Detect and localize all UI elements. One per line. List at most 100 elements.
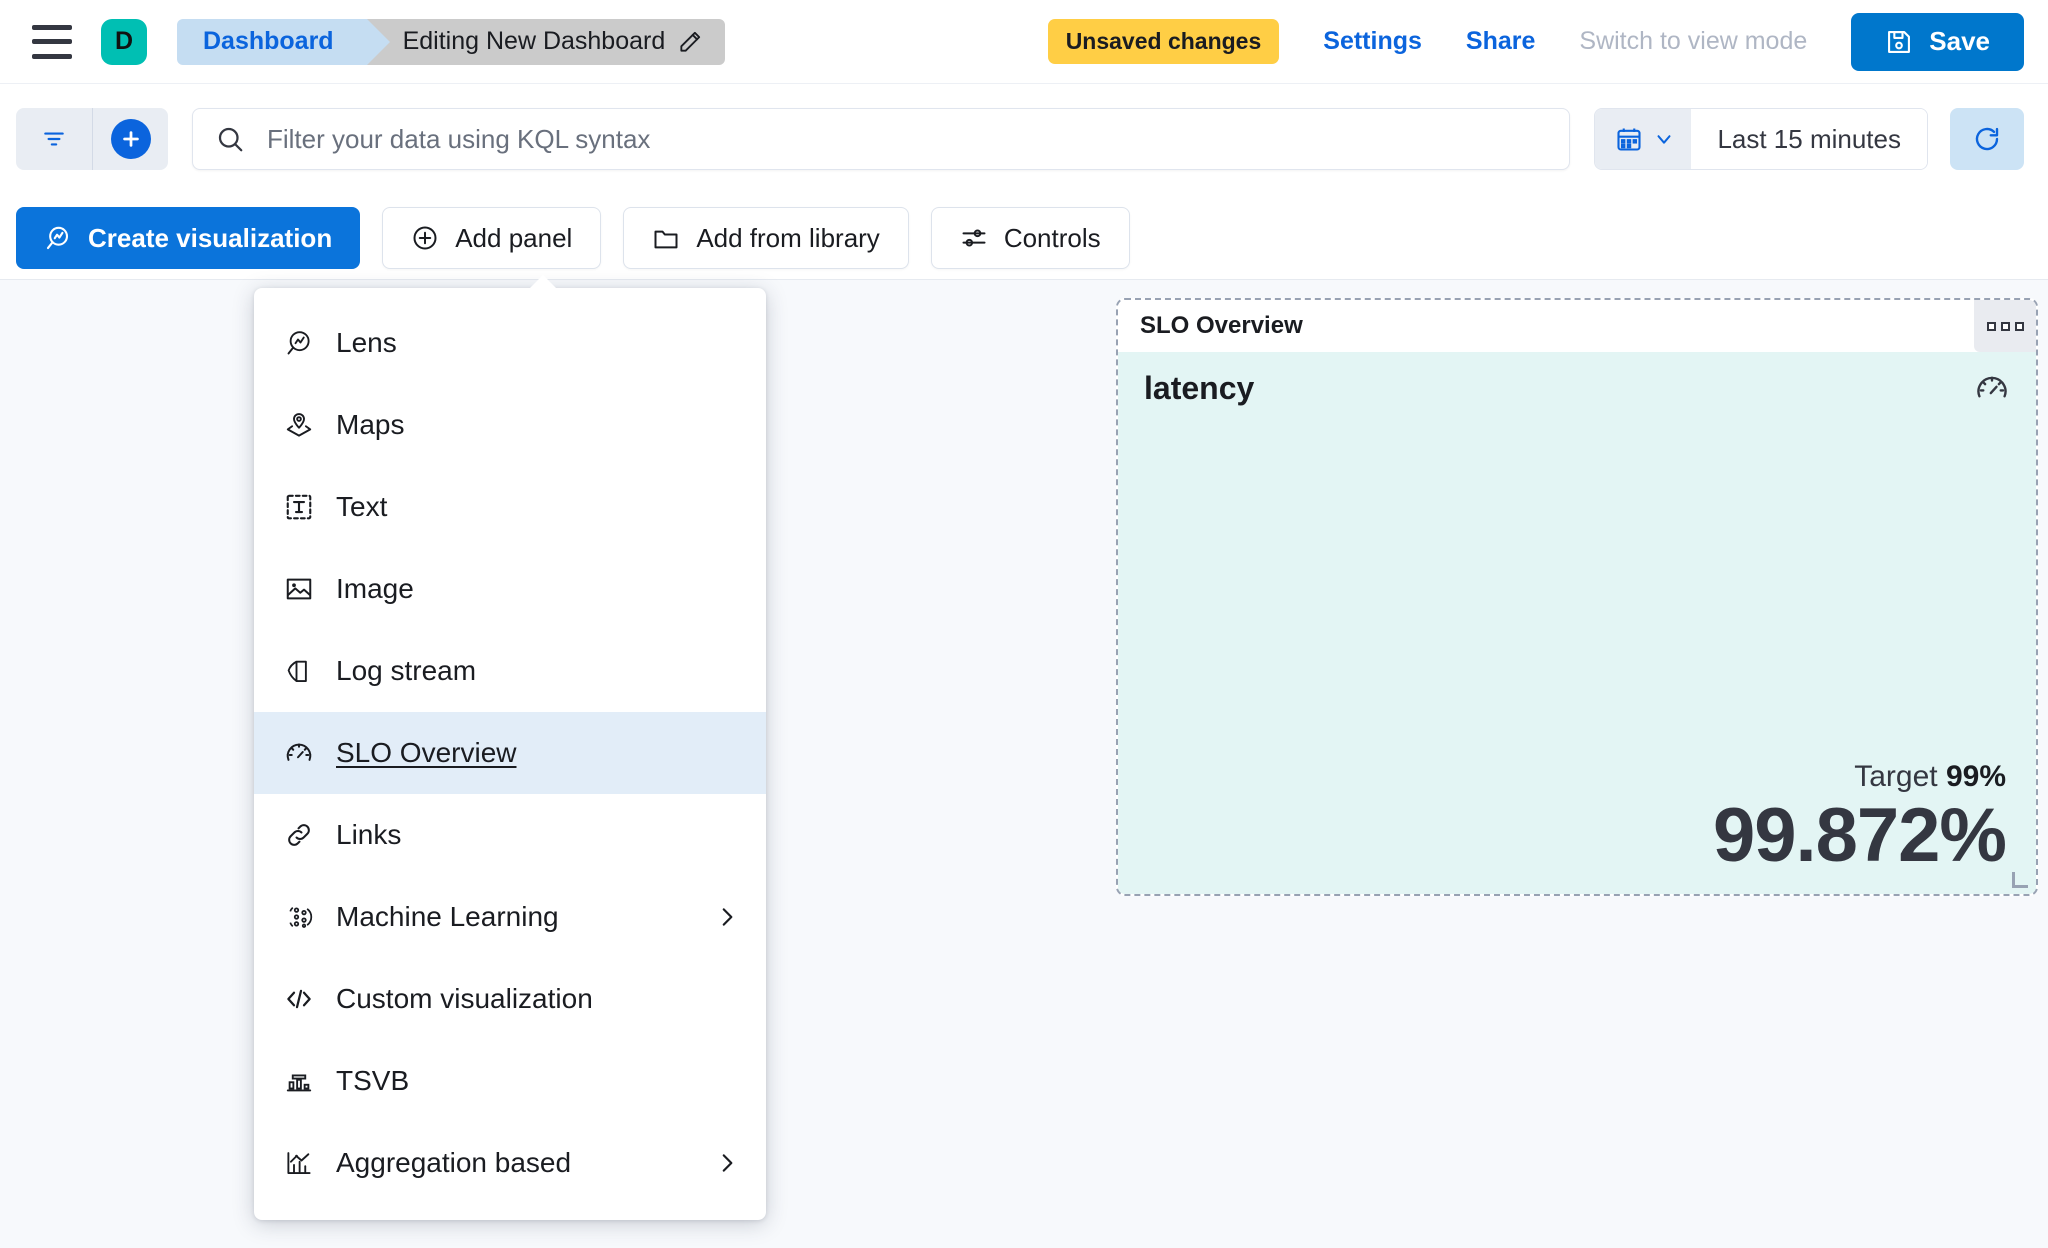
panel-context-menu-icon[interactable] [1974,300,2036,352]
add-panel-menu: Lens Maps Text Image [254,275,766,1220]
panel-title[interactable]: SLO Overview [1140,312,1303,339]
breadcrumb: Dashboard Editing New Dashboard [177,18,726,65]
plus-icon [110,119,151,159]
menu-item-machine-learning[interactable]: Machine Learning [254,876,766,958]
menu-square [2000,321,2010,331]
menu-square [1986,321,1996,331]
breadcrumb-label: Editing New Dashboard [402,27,666,55]
link-icon [284,820,314,850]
filter-options-button[interactable] [16,108,92,170]
controls-button[interactable]: Controls [930,207,1130,269]
create-visualization-button[interactable]: Create visualization [16,207,361,269]
menu-item-aggregation-based[interactable]: Aggregation based [254,1122,766,1204]
menu-item-slo-overview[interactable]: SLO Overview [254,712,766,794]
search-input[interactable] [267,123,1548,155]
share-link[interactable]: Share [1465,27,1536,55]
menu-item-tsvb[interactable]: TSVB [254,1040,766,1122]
menu-item-custom-visualization[interactable]: Custom visualization [254,958,766,1040]
slo-spacer [1144,407,2006,760]
log-stream-icon [284,656,314,686]
save-button-label: Save [1929,26,1990,56]
menu-item-label: Machine Learning [336,901,559,932]
hamburger-bar [32,24,72,30]
dashboard-toolbar: Create visualization Add panel Add from … [0,198,2048,278]
slo-target-prefix: Target [1854,760,1938,794]
add-panel-button[interactable]: Add panel [382,207,602,269]
search-icon [215,124,245,154]
pencil-icon[interactable] [677,29,703,55]
chevron-down-icon [1653,128,1675,150]
add-from-library-button[interactable]: Add from library [623,207,909,269]
menu-item-label: Links [336,819,402,850]
slo-sli-value: 99.872% [1712,793,2007,879]
chevron-right-icon [714,904,740,930]
add-panel-label: Add panel [455,222,573,253]
hamburger-bar [32,53,72,59]
menu-item-text[interactable]: Text [254,466,766,548]
menu-item-label: Log stream [336,655,477,686]
calendar-icon [1615,125,1643,153]
text-box-icon [284,492,314,522]
search-bar[interactable] [192,108,1571,170]
panel-header: SLO Overview [1118,300,2036,352]
slo-target: Target 99% [1144,760,2006,794]
lens-icon [44,224,72,252]
menu-item-label: Custom visualization [336,983,593,1014]
breadcrumb-item-dashboard[interactable]: Dashboard [177,18,390,65]
chevron-right-icon [714,1150,740,1176]
filter-icon [41,126,67,152]
menu-item-log-stream[interactable]: Log stream [254,630,766,712]
map-pin-layers-icon [284,410,314,440]
machine-learning-icon [284,902,314,932]
menu-item-image[interactable]: Image [254,548,766,630]
app-header: D Dashboard Editing New Dashboard Unsave… [0,0,2048,84]
date-picker[interactable]: Last 15 minutes [1594,108,1928,170]
folder-icon [652,224,680,252]
space-avatar[interactable]: D [101,18,147,65]
menu-item-label: Lens [336,327,397,358]
menu-item-label: Aggregation based [336,1147,572,1178]
code-icon [284,984,314,1014]
tsvb-icon [284,1066,314,1096]
menu-item-label: SLO Overview [336,737,517,768]
menu-item-label: Text [336,491,388,522]
settings-link[interactable]: Settings [1323,27,1422,55]
menu-item-label: Maps [336,409,405,440]
aggregation-icon [284,1148,314,1178]
image-icon [284,574,314,604]
menu-square [2014,321,2024,331]
query-bar: Last 15 minutes [0,85,2048,193]
save-disk-icon [1885,28,1913,56]
add-from-library-label: Add from library [696,222,880,253]
refresh-icon [1972,124,2002,154]
gauge-icon [1974,370,2010,411]
gauge-icon [284,738,314,768]
slo-name: latency [1144,370,1255,406]
controls-label: Controls [1003,222,1101,253]
unsaved-changes-badge[interactable]: Unsaved changes [1047,19,1280,64]
filter-button-group [16,108,168,170]
date-quick-select-button[interactable] [1595,109,1692,169]
hamburger-bar [32,39,72,44]
slo-target-value: 99% [1945,760,2006,794]
save-button[interactable]: Save [1851,12,2024,71]
controls-icon [960,224,988,252]
menu-item-maps[interactable]: Maps [254,384,766,466]
add-filter-button[interactable] [92,108,168,170]
create-visualization-label: Create visualization [88,222,333,253]
menu-item-label: Image [336,573,414,604]
lens-icon [284,328,314,358]
hamburger-menu-icon[interactable] [32,24,72,59]
menu-item-links[interactable]: Links [254,794,766,876]
plus-circle-icon [411,224,439,252]
menu-item-lens[interactable]: Lens [254,302,766,384]
refresh-button[interactable] [1950,108,2024,170]
slo-overview-panel[interactable]: SLO Overview latency Target 99% 99.8 [1116,298,2038,896]
breadcrumb-item-editing[interactable]: Editing New Dashboard [366,18,726,65]
breadcrumb-label: Dashboard [203,27,334,55]
slo-panel-body: latency Target 99% 99.872% [1118,352,2036,894]
panel-resize-handle[interactable] [2012,872,2028,888]
time-range-label[interactable]: Last 15 minutes [1691,109,1927,169]
switch-to-view-mode-link[interactable]: Switch to view mode [1579,27,1808,55]
popover-arrow [529,275,557,289]
